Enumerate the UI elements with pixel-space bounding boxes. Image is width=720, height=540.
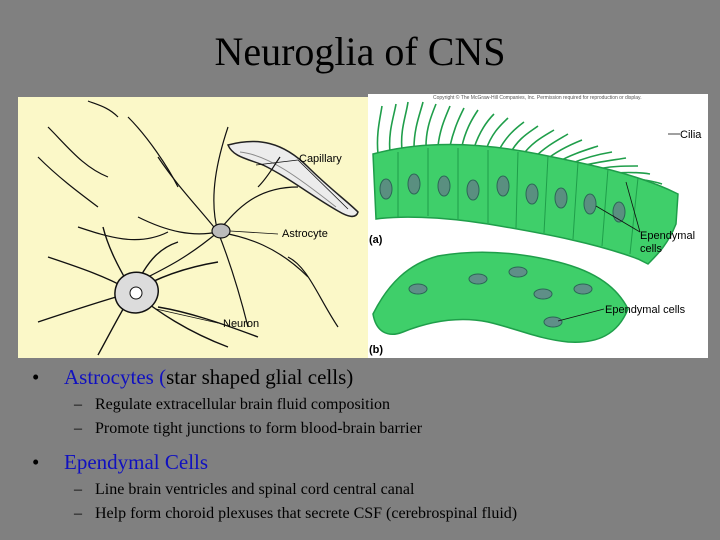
bullet-dot: • bbox=[32, 365, 40, 389]
bullet-dot: • bbox=[32, 450, 40, 474]
ependymal-cells-label-a-line1: Ependymal bbox=[640, 230, 696, 242]
sub-bullet: –Line brain ventricles and spinal cord c… bbox=[74, 481, 415, 498]
figure-part-a-label: (a) bbox=[369, 234, 383, 246]
bullet-astrocytes-term: Astrocytes ( bbox=[64, 365, 167, 389]
bullet-astrocytes-desc: star shaped glial cells) bbox=[166, 365, 354, 389]
copyright-notice: Copyright © The McGraw-Hill Companies, I… bbox=[433, 95, 642, 101]
sub-bullet-text: Regulate extracellular brain fluid compo… bbox=[95, 396, 391, 413]
ependymal-cells-label-a-line2: cells bbox=[640, 243, 663, 255]
ependymal-cells-label-b: Ependymal cells bbox=[605, 304, 686, 316]
slide-title: Neuroglia of CNS bbox=[214, 29, 506, 74]
astrocyte-figure: Capillary Astrocyte Neuron bbox=[18, 97, 368, 358]
sub-bullet-text: Promote tight junctions to form blood-br… bbox=[95, 420, 423, 437]
astrocyte-illustration bbox=[37, 100, 359, 356]
sub-bullet: –Regulate extracellular brain fluid comp… bbox=[74, 396, 391, 413]
sub-bullet-text: Line brain ventricles and spinal cord ce… bbox=[95, 481, 415, 498]
ependymal-figure: Copyright © The McGraw-Hill Companies, I… bbox=[368, 94, 708, 358]
capillary-label: Capillary bbox=[299, 153, 342, 165]
bullet-list: • Astrocytes (star shaped glial cells) –R… bbox=[32, 364, 712, 526]
neuron-label: Neuron bbox=[223, 318, 260, 330]
bullet-astrocytes: • Astrocytes (star shaped glial cells) bbox=[32, 364, 712, 390]
sub-bullet-text: Help form choroid plexuses that secrete … bbox=[95, 505, 518, 522]
ependymal-illustration bbox=[372, 101, 680, 343]
bullet-ependymal: • Ependymal Cells bbox=[32, 449, 712, 475]
sub-bullet: –Promote tight junctions to form blood-b… bbox=[74, 420, 423, 437]
bullet-ependymal-term: Ependymal Cells bbox=[64, 450, 209, 474]
cilia-label: Cilia bbox=[680, 129, 702, 141]
astrocyte-label: Astrocyte bbox=[282, 228, 328, 240]
figure-part-b-label: (b) bbox=[369, 344, 384, 356]
sub-bullet: –Help form choroid plexuses that secrete… bbox=[74, 505, 518, 522]
